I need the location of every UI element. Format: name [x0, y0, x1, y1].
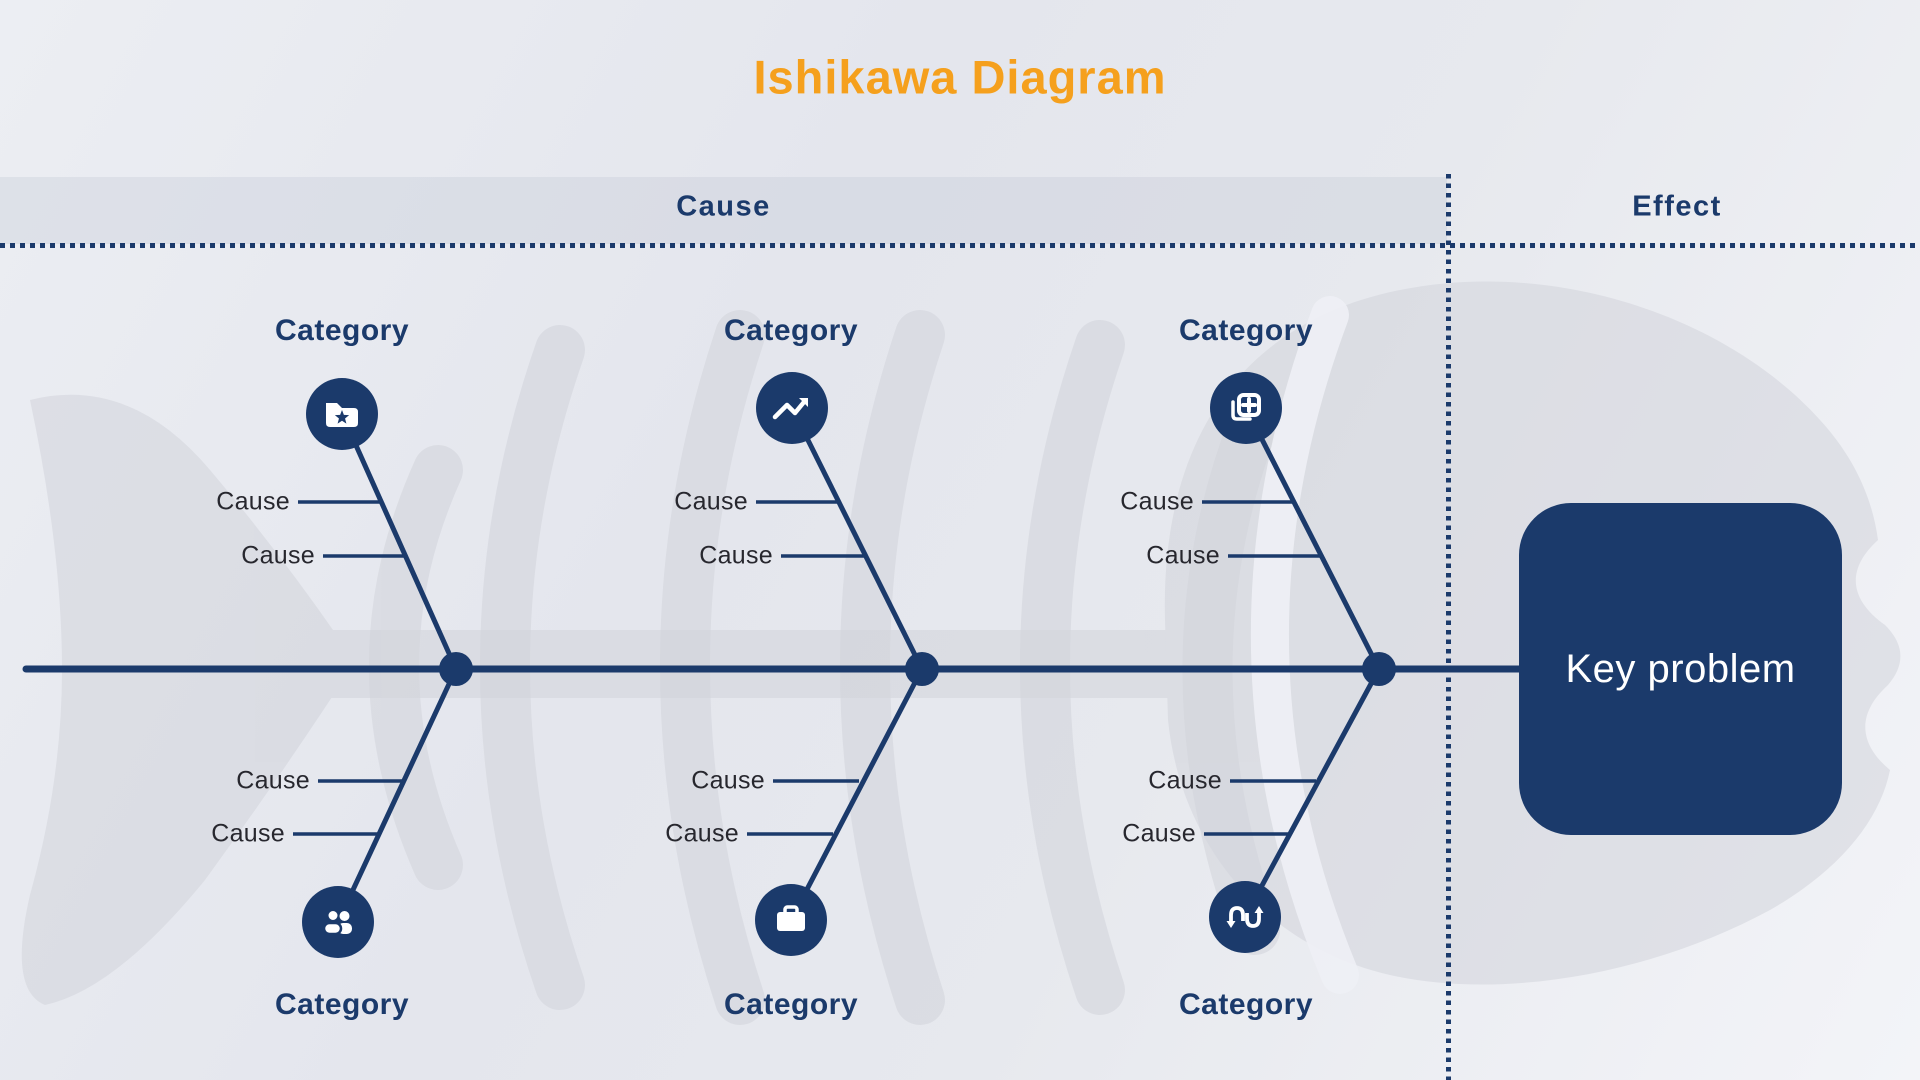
junction-dot — [1362, 652, 1396, 686]
trending-up-icon — [756, 372, 828, 444]
people-icon-glyph — [322, 909, 352, 936]
category-label-bottom-2: Category — [723, 988, 859, 1021]
cause-label: Cause — [241, 541, 315, 570]
cause-label: Cause — [691, 766, 765, 795]
bone-line-bottom-2 — [788, 667, 925, 922]
briefcase-icon-glyph — [777, 905, 805, 931]
briefcase-icon — [755, 884, 827, 956]
cause-label: Cause — [665, 819, 739, 848]
cause-label: Cause — [699, 541, 773, 570]
cause-label: Cause — [674, 487, 748, 516]
cause-label: Cause — [211, 819, 285, 848]
cause-label: Cause — [236, 766, 310, 795]
key-problem-box: Key problem — [1519, 503, 1842, 835]
cause-label: Cause — [1120, 487, 1194, 516]
cause-effect-horizontal-divider — [0, 243, 1920, 248]
add-copy-icon-glyph — [1231, 393, 1261, 421]
cause-label: Cause — [1148, 766, 1222, 795]
bone-line-top-3 — [1243, 406, 1382, 671]
page-title: Ishikawa Diagram — [753, 50, 1167, 104]
category-label-top-1: Category — [274, 314, 410, 347]
add-copy-icon — [1210, 372, 1282, 444]
trending-up-icon-glyph — [772, 398, 808, 420]
effect-zone-label: Effect — [1632, 190, 1722, 223]
key-problem-label: Key problem — [1565, 646, 1796, 691]
cause-effect-vertical-divider — [1446, 174, 1451, 1080]
bone-line-top-1 — [339, 412, 459, 671]
swap-arrows-icon — [1209, 881, 1281, 953]
bone-line-bottom-1 — [335, 667, 459, 924]
cause-label: Cause — [1122, 819, 1196, 848]
junction-dot — [905, 652, 939, 686]
people-icon — [302, 886, 374, 958]
bone-line-top-2 — [789, 406, 925, 671]
category-label-bottom-1: Category — [274, 988, 410, 1021]
cause-label: Cause — [1146, 541, 1220, 570]
cause-label: Cause — [216, 487, 290, 516]
junction-dot — [439, 652, 473, 686]
category-label-top-3: Category — [1178, 314, 1314, 347]
folder-star-icon-glyph — [326, 403, 358, 427]
category-label-top-2: Category — [723, 314, 859, 347]
category-label-bottom-3: Category — [1178, 988, 1314, 1021]
cause-zone-band — [0, 177, 1447, 244]
folder-star-icon — [306, 378, 378, 450]
bone-line-bottom-3 — [1242, 667, 1382, 919]
cause-zone-label: Cause — [676, 190, 771, 223]
swap-arrows-icon-glyph — [1226, 906, 1264, 928]
